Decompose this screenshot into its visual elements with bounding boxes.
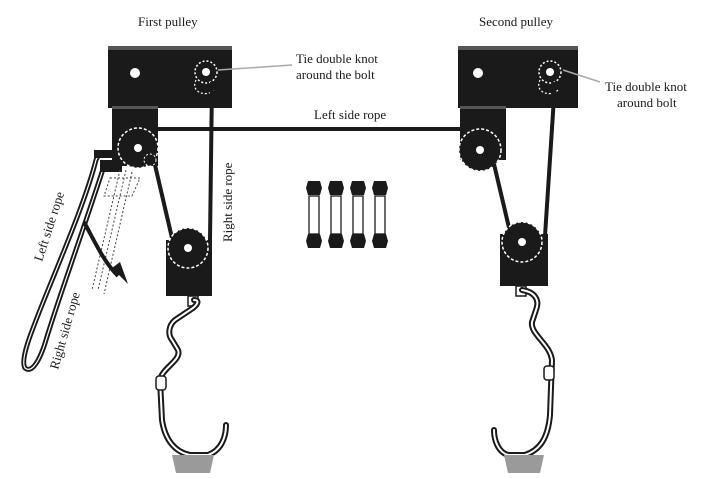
hanging-rope-loop	[21, 150, 122, 372]
first-side-vertical-ropes	[153, 81, 214, 241]
tie-second-line1: Tie double knot	[605, 79, 687, 94]
first-pulley-wheel	[117, 127, 159, 169]
tie-first-line2: around the bolt	[296, 67, 375, 82]
tie-second-line2: around bolt	[617, 95, 677, 110]
bolt-1	[306, 181, 322, 248]
first-pulley-bracket	[108, 46, 232, 166]
first-hook	[155, 297, 229, 473]
bolt-set	[306, 181, 388, 248]
leader-line-first	[217, 64, 293, 71]
leader-line-second	[562, 69, 601, 83]
swing-direction-arrow-icon	[82, 221, 128, 284]
first-lower-pulley-block	[166, 227, 212, 307]
second-pulley-label: Second pulley	[479, 14, 554, 29]
right-side-rope-vertical-label: Right side rope	[220, 162, 235, 242]
second-hook	[491, 287, 556, 473]
bolt-3	[350, 181, 366, 248]
right-side-rope-hanging-label: Right side rope	[46, 290, 82, 371]
bolt-4	[372, 181, 388, 248]
bolt-2	[328, 181, 344, 248]
second-lower-pulley-block	[500, 221, 548, 297]
tie-first-line1: Tie double knot	[296, 51, 378, 66]
second-side-vertical-ropes	[492, 81, 557, 237]
dashed-alternate-ropes	[91, 169, 141, 295]
second-pulley-wheel	[458, 128, 502, 172]
first-pulley-label: First pulley	[138, 14, 198, 29]
left-side-rope-top-label: Left side rope	[314, 107, 386, 122]
